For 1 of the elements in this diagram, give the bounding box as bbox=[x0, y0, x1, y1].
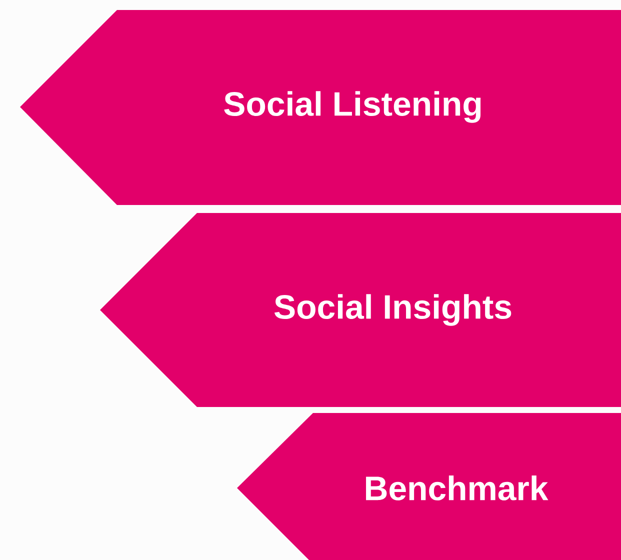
arrow-banner: Social Listening bbox=[20, 10, 621, 205]
